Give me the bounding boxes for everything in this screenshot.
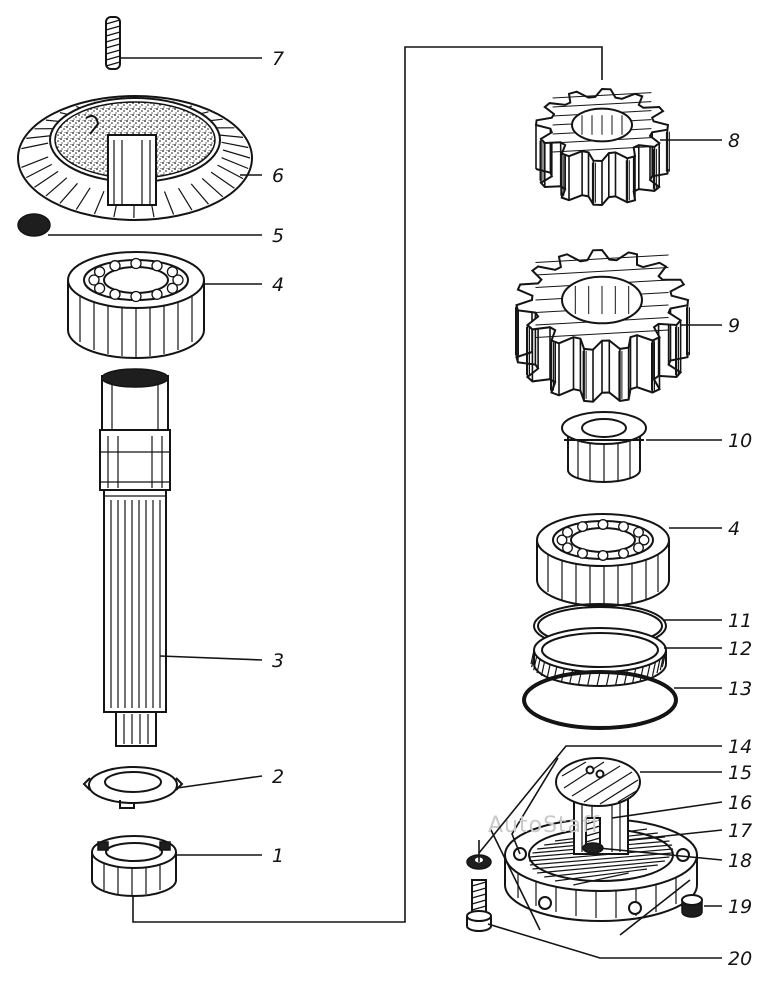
callout-3: 3 [272, 650, 284, 672]
part-6-bevel-gear [17, 95, 253, 221]
part-5-plug [17, 213, 51, 237]
leader-17 [627, 829, 723, 841]
part-8-spur-gear [534, 87, 670, 207]
part-7-stud [105, 16, 121, 70]
callout-7: 7 [272, 48, 284, 70]
leader-16 [611, 801, 723, 819]
callout-6: 6 [272, 165, 284, 187]
callout-8: 8 [728, 130, 740, 152]
callout-13: 13 [728, 678, 752, 700]
part-18-screw [582, 817, 604, 854]
callout-11: 11 [728, 610, 752, 632]
callout-9: 9 [728, 315, 740, 337]
part-1-slotted-nut [91, 835, 177, 897]
leader-18 [597, 847, 723, 861]
part-13-o-ring [522, 670, 678, 730]
callout-4b: 4 [728, 518, 740, 540]
leader-20 [487, 923, 722, 959]
part-4-bearing-left [67, 251, 205, 359]
part-19-nut [681, 894, 703, 918]
callout-10: 10 [728, 430, 752, 452]
leader-2 [176, 775, 263, 789]
callout-12: 12 [728, 638, 752, 660]
part-2-lock-washer [82, 766, 184, 809]
leader-14 [478, 745, 722, 854]
explode-guide-lines [478, 757, 691, 936]
assembly-connector-line [132, 46, 603, 923]
callout-15: 15 [728, 762, 752, 784]
callout-19: 19 [728, 896, 752, 918]
watermark: AutoStaff [488, 813, 600, 838]
callout-4a: 4 [272, 274, 284, 296]
callout-2: 2 [272, 766, 284, 788]
callout-5: 5 [272, 225, 284, 247]
part-20-bolt [466, 879, 492, 932]
callout-1: 1 [272, 845, 284, 867]
part-10-bushing [561, 411, 647, 483]
part-4-bearing-right [536, 513, 670, 607]
callout-leaders [48, 57, 723, 959]
callout-18: 18 [728, 850, 752, 872]
leader-3 [159, 655, 263, 661]
part-15-top-plate [555, 757, 641, 807]
callout-17: 17 [728, 820, 752, 842]
callout-16: 16 [728, 792, 752, 814]
part-3-splined-shaft [99, 368, 171, 747]
callout-20: 20 [728, 948, 752, 970]
callout-14: 14 [728, 736, 752, 758]
callout-labels: 7 6 5 4 3 2 1 8 9 10 4 11 12 13 14 15 16… [272, 48, 752, 970]
part-9-spur-gear [515, 248, 690, 403]
